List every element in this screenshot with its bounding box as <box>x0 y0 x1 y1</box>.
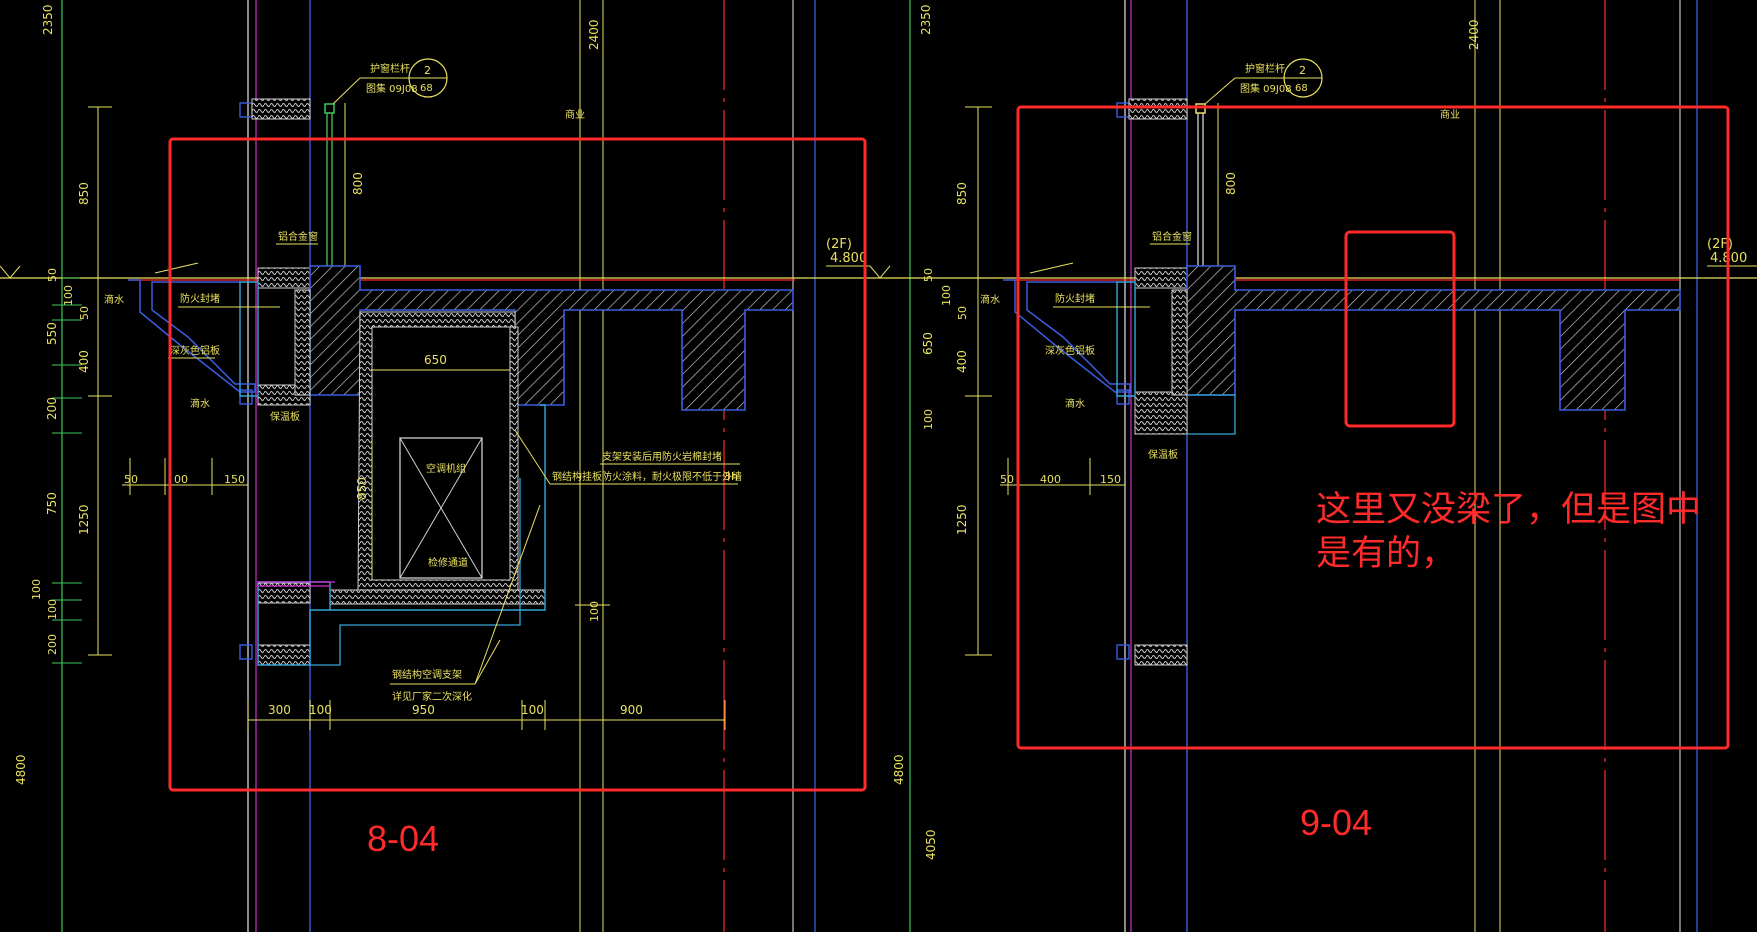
note-fireproof: 钢结构挂板防火涂料，耐火极限不低于外墙 <box>552 470 742 483</box>
note-ac-unit: 空调机组 <box>426 462 466 475</box>
level-floor-r: (2F) <box>1707 237 1733 252</box>
dim-750: 750 <box>45 492 59 515</box>
drawing-label-right: 9-04 <box>1300 802 1373 843</box>
dim-4050-r: 4050 <box>924 829 938 860</box>
note-insulation: 保温板 <box>270 410 300 423</box>
dim-100c: 100 <box>30 579 43 600</box>
dim-900: 900 <box>620 703 643 717</box>
missing-beam-box <box>1344 230 1456 428</box>
dim-50b-r: 50 <box>956 306 969 320</box>
callout-top: 2 <box>424 64 431 77</box>
level-floor: (2F) <box>826 237 852 252</box>
dim-200: 200 <box>45 397 59 420</box>
note-fire-seal: 防火封堵 <box>180 292 220 305</box>
dim-2350-r: 2350 <box>919 4 933 35</box>
note-fire-seal-r: 防火封堵 <box>1055 292 1095 305</box>
dim-100c-r: 100 <box>922 409 935 430</box>
note-drip-b-r: 滴水 <box>1065 397 1085 410</box>
dim-50-left-r: 50 <box>1000 473 1014 486</box>
dim-50: 50 <box>46 268 59 282</box>
review-comment: 这里又没梁了，但是图中 是有的， <box>1316 488 1701 576</box>
dim-100: 100 <box>62 285 75 306</box>
dim-2400-r: 2400 <box>1467 19 1481 50</box>
dim-100-right-inner: 100 <box>588 601 601 622</box>
review-comment-line1: 这里又没梁了，但是图中 <box>1316 490 1702 530</box>
dim-4800: 4800 <box>14 754 28 785</box>
dim-00-left: 00 <box>174 473 188 486</box>
dim-650-r: 650 <box>921 332 935 355</box>
highlight-box-right <box>1016 105 1730 750</box>
dim-50b: 50 <box>78 306 91 320</box>
callout-bottom: 68 <box>420 83 433 94</box>
dim-650: 650 <box>424 353 447 367</box>
callout-top-r: 2 <box>1299 64 1306 77</box>
note-commercial: 商业 <box>565 108 585 121</box>
note-commercial-r: 商业 <box>1440 108 1460 121</box>
dim-950: 950 <box>412 703 435 717</box>
dim-1250-r: 1250 <box>955 504 969 535</box>
dim-150-left: 150 <box>224 473 245 486</box>
note-drip-r: 滴水 <box>980 293 1000 306</box>
dim-50-r: 50 <box>922 268 935 282</box>
right-drawing: 2350 850 50 100 50 650 400 100 1250 4800… <box>870 0 1757 932</box>
dim-850-inner: 850 <box>355 477 369 500</box>
dim-850-r: 850 <box>955 182 969 205</box>
note-atlas-r: 图集 09J08 <box>1240 82 1292 95</box>
note-vendor: 详见厂家二次深化 <box>392 690 472 703</box>
dim-50-left: 50 <box>124 473 138 486</box>
note-maintenance: 检修通道 <box>428 556 468 569</box>
dim-550: 550 <box>45 322 59 345</box>
dim-300: 300 <box>268 703 291 717</box>
dim-100-bottom-b: 100 <box>521 703 544 717</box>
note-gray-panel: 深灰色铝板 <box>170 344 220 357</box>
drawing-label-left: 8-04 <box>367 818 440 859</box>
dim-1250: 1250 <box>77 504 91 535</box>
note-aluminum-window-r: 铝合金窗 <box>1152 230 1192 243</box>
dim-200b: 200 <box>46 634 59 655</box>
dim-850: 850 <box>77 182 91 205</box>
dim-400-r: 400 <box>955 350 969 373</box>
note-bracket-seal: 支架安装后用防火岩棉封堵 <box>602 450 722 463</box>
note-gray-panel-r: 深灰色铝板 <box>1045 344 1095 357</box>
dim-800-r: 800 <box>1224 172 1238 195</box>
note-3h: 3h <box>724 470 738 483</box>
dim-100d: 100 <box>46 599 59 620</box>
left-drawing: 2350 850 50 100 50 550 400 200 750 1250 … <box>0 0 891 932</box>
highlight-box-left <box>168 137 867 792</box>
dim-100-r: 100 <box>940 285 953 306</box>
note-drip-b: 滴水 <box>190 397 210 410</box>
note-atlas: 图集 09J08 <box>366 82 418 95</box>
dim-800: 800 <box>351 172 365 195</box>
note-guardrail: 护窗栏杆 <box>370 62 410 75</box>
review-comment-line2: 是有的， <box>1316 534 1457 574</box>
dim-400-left-r: 400 <box>1040 473 1061 486</box>
note-drip: 滴水 <box>104 293 124 306</box>
dim-4800-r: 4800 <box>892 754 906 785</box>
note-steel-bracket: 钢结构空调支架 <box>392 668 462 681</box>
note-aluminum-window: 铝合金窗 <box>278 230 318 243</box>
dim-2350: 2350 <box>41 4 55 35</box>
note-insulation-r: 保温板 <box>1148 448 1178 461</box>
note-guardrail-r: 护窗栏杆 <box>1245 62 1285 75</box>
callout-bottom-r: 68 <box>1295 83 1308 94</box>
dim-100-bottom: 100 <box>309 703 332 717</box>
dim-2400: 2400 <box>587 19 601 50</box>
dim-150-left-r: 150 <box>1100 473 1121 486</box>
level-elevation: 4.800 <box>830 251 867 266</box>
ac-unit-box <box>399 437 483 579</box>
dim-400: 400 <box>77 350 91 373</box>
